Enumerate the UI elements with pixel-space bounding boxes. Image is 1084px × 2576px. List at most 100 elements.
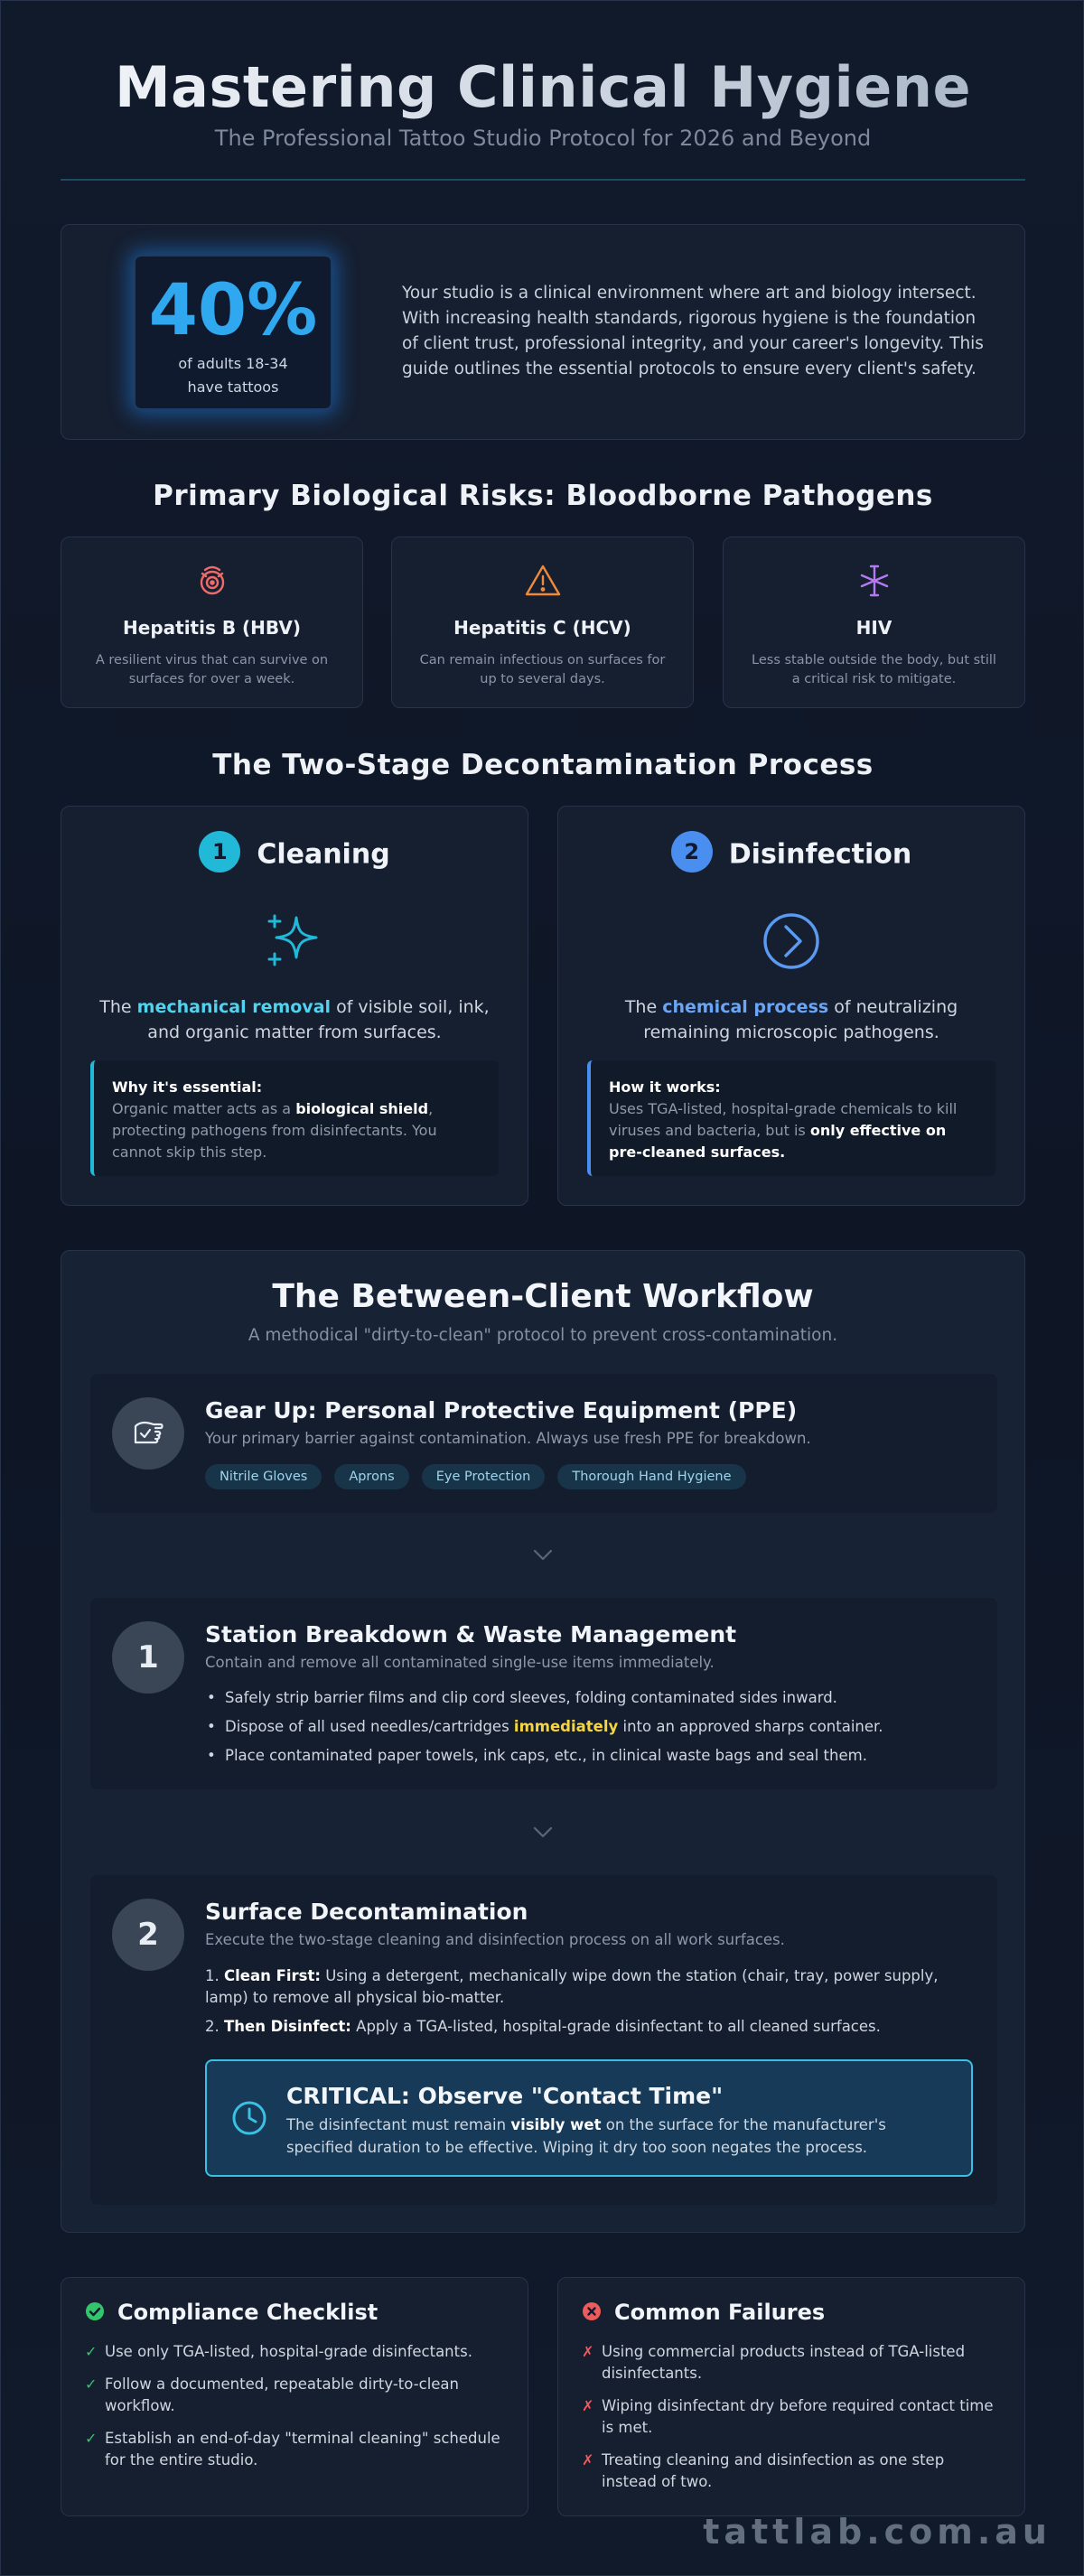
step-ordered-list: 1. Clean First: Using a detergent, mecha… — [205, 1965, 982, 2038]
sparkles-icon — [267, 914, 318, 966]
note-label: How it works: — [609, 1078, 721, 1096]
compliance-heading: Compliance Checklist — [85, 2300, 378, 2325]
stage-description: The chemical process of neutralizing rem… — [624, 997, 958, 1042]
x-circle-icon — [583, 2302, 601, 2320]
stage-note: How it works:Uses TGA-listed, hospital-g… — [587, 1060, 995, 1176]
failures-heading: Common Failures — [582, 2300, 825, 2325]
list-item: ✓Follow a documented, repeatable dirty-t… — [85, 2375, 460, 2414]
stage-heading: 1 Cleaning — [61, 831, 528, 875]
ppe-tags: Nitrile Gloves Aprons Eye Protection Thorou… — [205, 1464, 759, 1489]
chevron-down-icon — [533, 1549, 553, 1561]
stat-box: 40% of adults 18-34 have tattoos — [134, 255, 332, 410]
risk-name: HIV — [855, 617, 892, 639]
header-divider — [61, 179, 1025, 181]
stat-caption-line1: of adults 18-34 — [178, 355, 288, 372]
list-item: Place contaminated paper towels, ink cap… — [205, 1746, 982, 1775]
step-number: 1 — [112, 1621, 184, 1694]
stage-card-disinfection: 2 Disinfection The chemical process of ne… — [557, 806, 1025, 1206]
list-item: 2. Then Disinfect: Apply a TGA-listed, h… — [205, 2018, 881, 2035]
risk-card-hiv: HIV Less stable outside the body, but st… — [723, 537, 1025, 708]
step-breakdown: 1 Station Breakdown & Waste Management C… — [90, 1598, 997, 1789]
ppe-tag: Thorough Hand Hygiene — [557, 1464, 746, 1489]
stage-heading: 2 Disinfection — [558, 831, 1024, 875]
ppe-tag: Eye Protection — [421, 1464, 546, 1489]
failures-title: Common Failures — [614, 2300, 826, 2325]
note-label: Why it's essential: — [112, 1078, 263, 1096]
ppe-step: Gear Up: Personal Protective Equipment (… — [90, 1374, 997, 1513]
check-icon: ✓ — [85, 2430, 98, 2447]
stat-caption: of adults 18-34 have tattoos — [136, 352, 331, 399]
risk-card-hcv: Hepatitis C (HCV) Can remain infectious … — [391, 537, 694, 708]
list-item: ✗Treating cleaning and disinfection as o… — [582, 2451, 945, 2490]
risk-card-hbv: Hepatitis B (HBV) A resilient virus that… — [61, 537, 363, 708]
check-icon: ✓ — [85, 2343, 98, 2360]
ppe-tag: Nitrile Gloves — [205, 1464, 322, 1489]
step-title: Surface Decontamination — [205, 1899, 528, 1925]
x-icon: ✗ — [582, 2397, 594, 2414]
stage-number: 1 — [199, 831, 241, 873]
list-item: Safely strip barrier films and clip cord… — [205, 1688, 982, 1717]
clock-icon — [232, 2101, 266, 2135]
page-header: Mastering Clinical Hygiene The Professio… — [61, 53, 1025, 151]
stage-highlight: mechanical removal — [136, 997, 332, 1017]
list-item: ✓Establish an end-of-day "terminal clean… — [85, 2430, 500, 2469]
stage-card-cleaning: 1 Cleaning The mechanical removal of visi… — [61, 806, 528, 1206]
step-decontamination: 2 Surface Decontamination Execute the tw… — [90, 1875, 997, 2205]
step-number: 2 — [112, 1899, 184, 1971]
step-subtitle: Execute the two-stage cleaning and disin… — [205, 1931, 785, 1948]
stage-name: Cleaning — [257, 838, 390, 871]
brand-watermark: tattlab.com.au — [703, 2512, 1051, 2552]
chevron-circle-icon — [763, 913, 819, 969]
page-subtitle: The Professional Tattoo Studio Protocol … — [214, 126, 872, 151]
check-circle-icon — [86, 2302, 104, 2320]
risk-desc: Less stable outside the body, but still … — [752, 653, 996, 686]
stat-value: 40% — [148, 270, 318, 351]
step-bullets: Safely strip barrier films and clip cord… — [205, 1688, 982, 1775]
stages-title: The Two-Stage Decontamination Process — [212, 749, 874, 781]
warning-icon — [525, 565, 560, 596]
failures-list: ✗Using commercial products instead of TG… — [582, 2341, 1001, 2504]
glove-check-icon — [134, 1421, 164, 1444]
step-subtitle: Contain and remove all contaminated sing… — [205, 1654, 715, 1671]
workflow-subtitle: A methodical "dirty-to-clean" protocol t… — [248, 1326, 838, 1345]
glove-badge — [112, 1397, 184, 1470]
intro-card: 40% of adults 18-34 have tattoos Your st… — [61, 224, 1025, 440]
stat-caption-line2: have tattoos — [187, 378, 279, 396]
stage-highlight: chemical process — [662, 997, 829, 1017]
workflow-title: The Between-Client Workflow — [272, 1278, 814, 1315]
list-item: 1. Clean First: Using a detergent, mecha… — [205, 1967, 939, 2006]
stage-number: 2 — [670, 831, 713, 873]
intro-text: Your studio is a clinical environment wh… — [402, 284, 984, 378]
step-title: Station Breakdown & Waste Management — [205, 1621, 737, 1647]
risk-name: Hepatitis B (HBV) — [123, 617, 301, 639]
critical-callout: CRITICAL: Observe "Contact Time" The dis… — [205, 2059, 973, 2177]
critical-text: The disinfectant must remain visibly wet… — [286, 2116, 886, 2156]
list-item: ✓Use only TGA-listed, hospital-grade dis… — [85, 2341, 504, 2363]
compliance-list: ✓Use only TGA-listed, hospital-grade dis… — [85, 2341, 504, 2482]
ppe-tag: Aprons — [334, 1464, 409, 1489]
list-item: Dispose of all used needles/cartridges i… — [205, 1717, 982, 1746]
x-icon: ✗ — [582, 2451, 594, 2469]
compliance-card: Compliance Checklist ✓Use only TGA-liste… — [61, 2277, 528, 2516]
page-title: Mastering Clinical Hygiene — [61, 53, 1025, 122]
critical-title: CRITICAL: Observe "Contact Time" — [286, 2083, 724, 2109]
ppe-title: Gear Up: Personal Protective Equipment (… — [205, 1397, 798, 1423]
failures-card: Common Failures ✗Using commercial produc… — [557, 2277, 1025, 2516]
compliance-title: Compliance Checklist — [117, 2300, 378, 2325]
workflow-card: The Between-Client Workflow A methodical… — [61, 1250, 1025, 2233]
risks-title: Primary Biological Risks: Bloodborne Pat… — [153, 480, 933, 512]
list-item: ✗Using commercial products instead of TG… — [582, 2343, 966, 2382]
stage-note: Why it's essential:Organic matter acts a… — [90, 1060, 499, 1176]
stage-description: The mechanical removal of visible soil, … — [99, 997, 490, 1042]
ppe-subtitle: Your primary barrier against contaminati… — [205, 1430, 811, 1447]
list-item: ✗Wiping disinfectant dry before required… — [582, 2397, 994, 2436]
x-icon: ✗ — [582, 2343, 594, 2360]
risk-name: Hepatitis C (HCV) — [453, 617, 631, 639]
risk-desc: A resilient virus that can survive on su… — [95, 653, 329, 686]
stage-name: Disinfection — [728, 838, 912, 871]
virus-icon — [200, 565, 224, 595]
microbe-icon — [860, 565, 888, 597]
risk-desc: Can remain infectious on surfaces for up… — [419, 653, 666, 686]
check-icon: ✓ — [85, 2375, 98, 2393]
chevron-down-icon — [533, 1826, 553, 1838]
